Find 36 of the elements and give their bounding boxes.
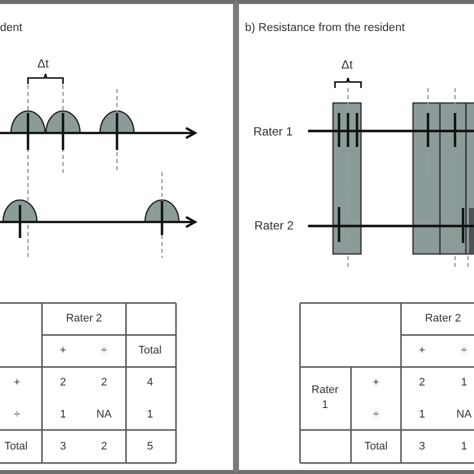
table-value: 1 <box>418 408 426 422</box>
column-header: Rater 2 <box>66 312 102 326</box>
column-header: + <box>418 344 426 358</box>
row-header: Total <box>364 440 388 454</box>
table-value: 1 <box>60 408 66 422</box>
table-value: NA <box>96 408 112 422</box>
column-header: + <box>60 344 66 358</box>
column-header: Total <box>138 344 162 358</box>
interval-label: Δt <box>37 58 49 70</box>
table-value: 1 <box>146 408 154 422</box>
interval-label: Δt <box>341 58 353 72</box>
row-header: ÷ <box>372 408 380 422</box>
row-header: + <box>14 376 20 390</box>
column-header: ÷ <box>100 344 108 358</box>
table-value: 2 <box>100 440 108 454</box>
rater-label: Rater 1 <box>253 126 293 138</box>
row-header: Rater 1 <box>310 383 340 413</box>
table-value: 3 <box>60 440 66 454</box>
table-value: 1 <box>460 376 468 390</box>
table-value: 5 <box>146 440 154 454</box>
table-value: 2 <box>418 376 426 390</box>
table-value: 1 <box>460 440 468 454</box>
table-value: 2 <box>100 376 108 390</box>
rater-label: Rater 2 <box>254 220 294 232</box>
column-header: ÷ <box>460 344 468 358</box>
row-header: ÷ <box>14 408 20 422</box>
panel-title: dent <box>0 21 22 35</box>
figure-panel <box>0 0 236 474</box>
panel-title: b) Resistance from the resident <box>245 21 405 35</box>
table-value: NA <box>456 408 472 422</box>
table-value: 4 <box>146 376 154 390</box>
row-header: + <box>372 376 380 390</box>
row-header: Total <box>4 440 28 454</box>
column-header: Rater 2 <box>424 312 462 326</box>
table-value: 2 <box>60 376 66 390</box>
table-value: 3 <box>418 440 426 454</box>
